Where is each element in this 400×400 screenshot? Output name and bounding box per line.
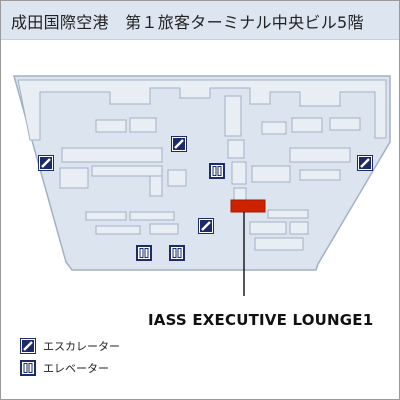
map-legend: エスカレーター エレベーター <box>20 337 120 381</box>
legend-item-elevator: エレベーター <box>20 359 120 377</box>
west-wing-rooms <box>59 117 187 235</box>
elevator-icon <box>20 360 36 376</box>
escalator-icon <box>169 134 189 154</box>
escalator-icon <box>196 216 216 236</box>
north-wall-rooms <box>17 79 387 141</box>
legend-label: エレベーター <box>43 362 109 375</box>
legend-item-escalator: エスカレーター <box>20 337 120 355</box>
elevator-icon <box>135 244 153 262</box>
page-title: 成田国際空港 第１旅客ターミナル中央ビル5階 <box>11 13 364 32</box>
elevator-icon <box>168 244 186 262</box>
title-bar: 成田国際空港 第１旅客ターミナル中央ビル5階 <box>1 1 399 40</box>
lounge-highlight[interactable] <box>230 199 266 213</box>
lounge-label: IASS EXECUTIVE LOUNGE1 <box>148 311 374 329</box>
elevator-icon <box>208 162 226 180</box>
legend-label: エスカレーター <box>43 340 120 353</box>
central-rooms <box>224 95 247 201</box>
escalator-icon <box>36 153 56 173</box>
east-wing-rooms <box>249 117 361 251</box>
escalator-icon <box>355 153 375 173</box>
escalator-icon <box>20 338 36 354</box>
